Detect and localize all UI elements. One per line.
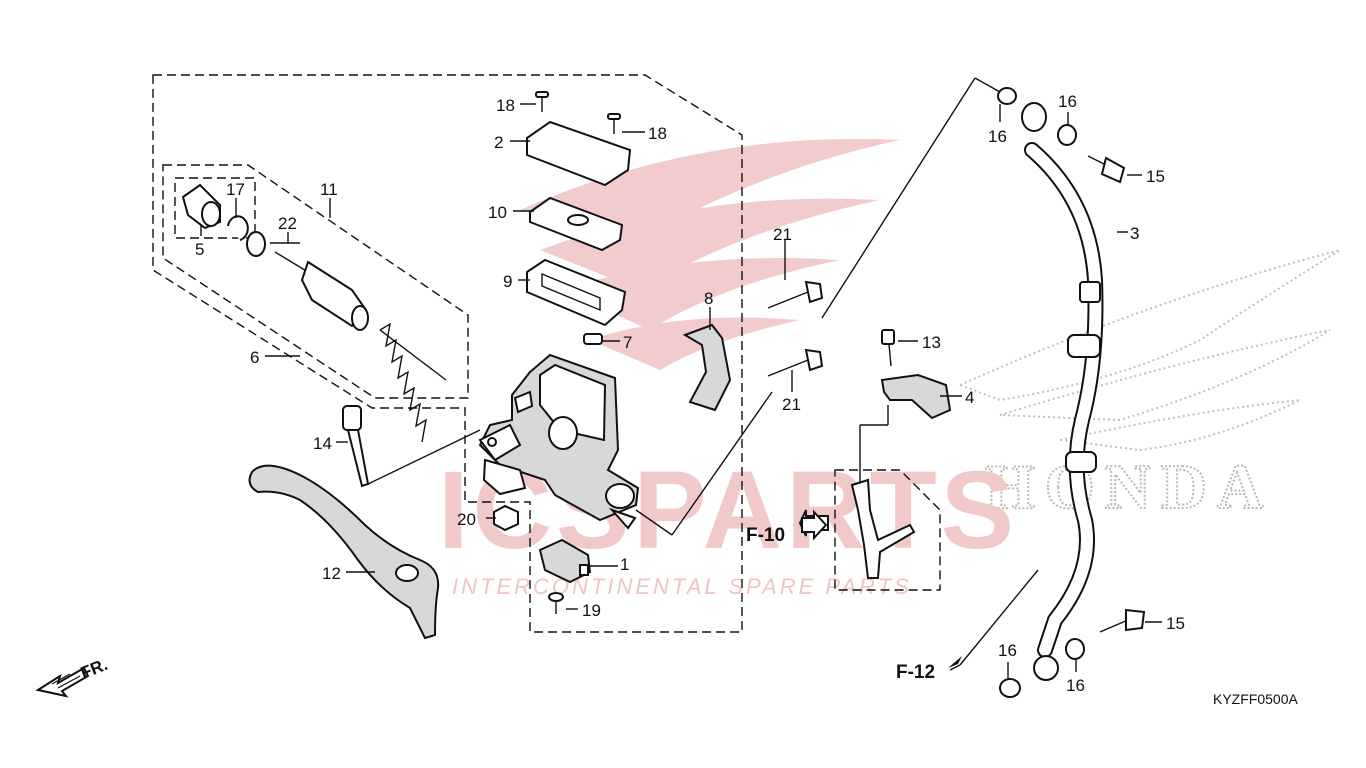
banjo-bolt-15-b — [1099, 608, 1146, 633]
screw-18-a — [535, 91, 549, 112]
callout-11: 11 — [320, 180, 338, 199]
f10-arrow-shape — [801, 509, 828, 541]
callout-4: 4 — [965, 388, 974, 407]
callout-6: 6 — [250, 348, 259, 367]
callout-15-a: 15 — [1146, 167, 1165, 186]
assembly-outline-master-cylinder — [152, 74, 743, 633]
callout-2: 2 — [494, 133, 503, 152]
callout-14: 14 — [313, 434, 332, 453]
holder-8 — [682, 323, 732, 412]
bolt-13 — [881, 329, 895, 367]
callout-12: 12 — [322, 564, 341, 583]
master-cylinder-body — [478, 353, 640, 530]
callout-21-a: 21 — [773, 225, 792, 244]
switch-reference-part — [850, 478, 916, 579]
front-label: FR. — [78, 655, 111, 683]
brake-lever-12 — [248, 464, 440, 640]
bolt-21-b — [767, 348, 824, 377]
callout-18-b: 18 — [648, 124, 667, 143]
callout-16-d: 16 — [1066, 676, 1085, 695]
callout-labels: 1 2 3 4 5 6 7 8 9 10 11 12 13 14 15 15 1… — [195, 92, 1185, 695]
reservoir-cap — [526, 120, 632, 187]
float-7 — [583, 333, 603, 345]
diagram-code: KYZFF0500A — [1213, 691, 1298, 707]
plate-hole — [567, 214, 589, 226]
washer-16-c — [999, 678, 1021, 698]
callout-1: 1 — [620, 555, 629, 574]
watermark-maker-text: HONDA — [985, 451, 1273, 522]
stop-switch-1 — [538, 538, 592, 584]
callout-16-b: 16 — [1058, 92, 1077, 111]
watermark-wing-logo — [520, 138, 900, 370]
callout-19: 19 — [582, 601, 601, 620]
hose-clamp-4 — [880, 373, 952, 420]
callout-18-a: 18 — [496, 96, 515, 115]
watermark-honda-wing — [957, 249, 1341, 452]
screw-19 — [548, 592, 564, 614]
callout-20: 20 — [457, 510, 476, 529]
nut-20 — [493, 504, 519, 532]
callout-13: 13 — [922, 333, 941, 352]
spring — [379, 322, 447, 443]
callout-8: 8 — [704, 289, 713, 308]
washer-16-a — [997, 87, 1017, 105]
brake-hose-3 — [1021, 102, 1104, 681]
front-direction-arrow-icon — [35, 666, 90, 698]
boot-5 — [181, 183, 221, 230]
washer-boot — [246, 231, 266, 257]
washer-16-d — [1065, 638, 1085, 660]
banjo-bolt-15-a — [1087, 155, 1126, 184]
leader-lines — [200, 77, 1162, 678]
callout-3: 3 — [1130, 224, 1139, 243]
callout-10: 10 — [488, 203, 507, 222]
assembly-outline-piston-set — [162, 164, 469, 399]
f12-arrow-icon — [948, 656, 962, 668]
screw-18-b — [607, 113, 621, 134]
washer-16-b — [1057, 124, 1077, 146]
circlip-17 — [227, 215, 249, 241]
callout-22: 22 — [278, 214, 297, 233]
callout-5: 5 — [195, 240, 204, 259]
pivot-bolt-14 — [342, 405, 370, 488]
reference-f12[interactable]: F-12 — [896, 662, 935, 683]
callout-9: 9 — [503, 272, 512, 291]
lever-hole — [395, 564, 419, 582]
callout-16-c: 16 — [998, 641, 1017, 660]
callout-21-b: 21 — [782, 395, 801, 414]
reference-f10[interactable]: F-10 — [746, 525, 785, 546]
callout-7: 7 — [623, 333, 632, 352]
watermark-subtitle-text: INTERCONTINENTAL SPARE PARTS — [452, 574, 912, 599]
bolt-21-a — [767, 280, 824, 309]
assembly-outline-switch-ref — [834, 469, 941, 591]
callout-17: 17 — [226, 180, 245, 199]
piston-22 — [274, 251, 369, 331]
callout-16-a: 16 — [988, 127, 1007, 146]
callout-15-b: 15 — [1166, 614, 1185, 633]
